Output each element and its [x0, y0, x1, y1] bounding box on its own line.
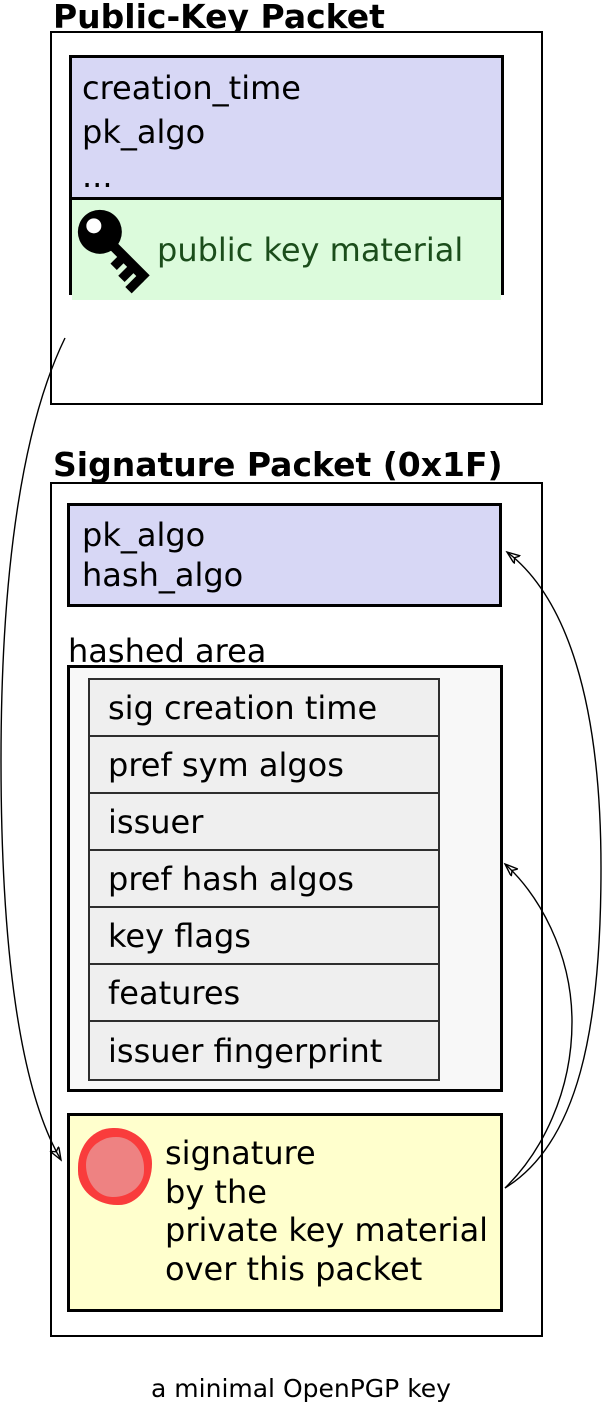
subpacket-row-issuer-fingerprint: issuer fingerprint	[90, 1022, 438, 1079]
subpacket-row-sig-creation-time: sig creation time	[90, 680, 438, 737]
signature-packet-title: Signature Packet (0x1F)	[53, 445, 503, 484]
caption: a minimal OpenPGP key	[151, 1374, 451, 1403]
hashed-area-box: sig creation time pref sym algos issuer …	[67, 665, 503, 1092]
field-pk-algo: pk_algo	[82, 113, 206, 151]
signature-line-4: over this packet	[165, 1249, 423, 1288]
public-key-packet-contents: creation_time pk_algo ... public key mat…	[69, 55, 504, 300]
seal-icon	[78, 1128, 152, 1205]
public-key-material-section: public key material	[72, 197, 501, 300]
field-ellipsis: ...	[82, 157, 113, 195]
subpacket-row-features: features	[90, 965, 438, 1022]
signature-algo-fields: pk_algo hash_algo	[67, 503, 502, 607]
field-hash-algo: hash_algo	[82, 555, 244, 594]
signature-line-3: private key material	[165, 1211, 489, 1249]
subpacket-row-issuer: issuer	[90, 794, 438, 851]
signature-line-1: signature	[165, 1134, 316, 1172]
public-key-packet-title: Public-Key Packet	[53, 0, 385, 36]
public-key-packet-box: creation_time pk_algo ... public key mat…	[50, 31, 543, 405]
subpacket-row-pref-hash-algos: pref hash algos	[90, 851, 438, 908]
signature-value-box: signature by the private key material ov…	[67, 1113, 503, 1312]
subpacket-row-pref-sym-algos: pref sym algos	[90, 737, 438, 794]
public-key-material-label: public key material	[157, 231, 464, 269]
hashed-area-label: hashed area	[68, 632, 267, 670]
field-pk-algo: pk_algo	[82, 516, 206, 554]
subpacket-table: sig creation time pref sym algos issuer …	[88, 678, 440, 1081]
subpacket-row-key-flags: key flags	[90, 908, 438, 965]
field-creation-time: creation_time	[82, 69, 301, 107]
key-icon	[77, 209, 150, 294]
seal-icon-center	[86, 1137, 144, 1197]
signature-line-2: by the	[165, 1172, 267, 1211]
signature-description: signature by the private key material ov…	[165, 1134, 488, 1288]
public-key-header-fields: creation_time pk_algo ...	[72, 58, 501, 197]
